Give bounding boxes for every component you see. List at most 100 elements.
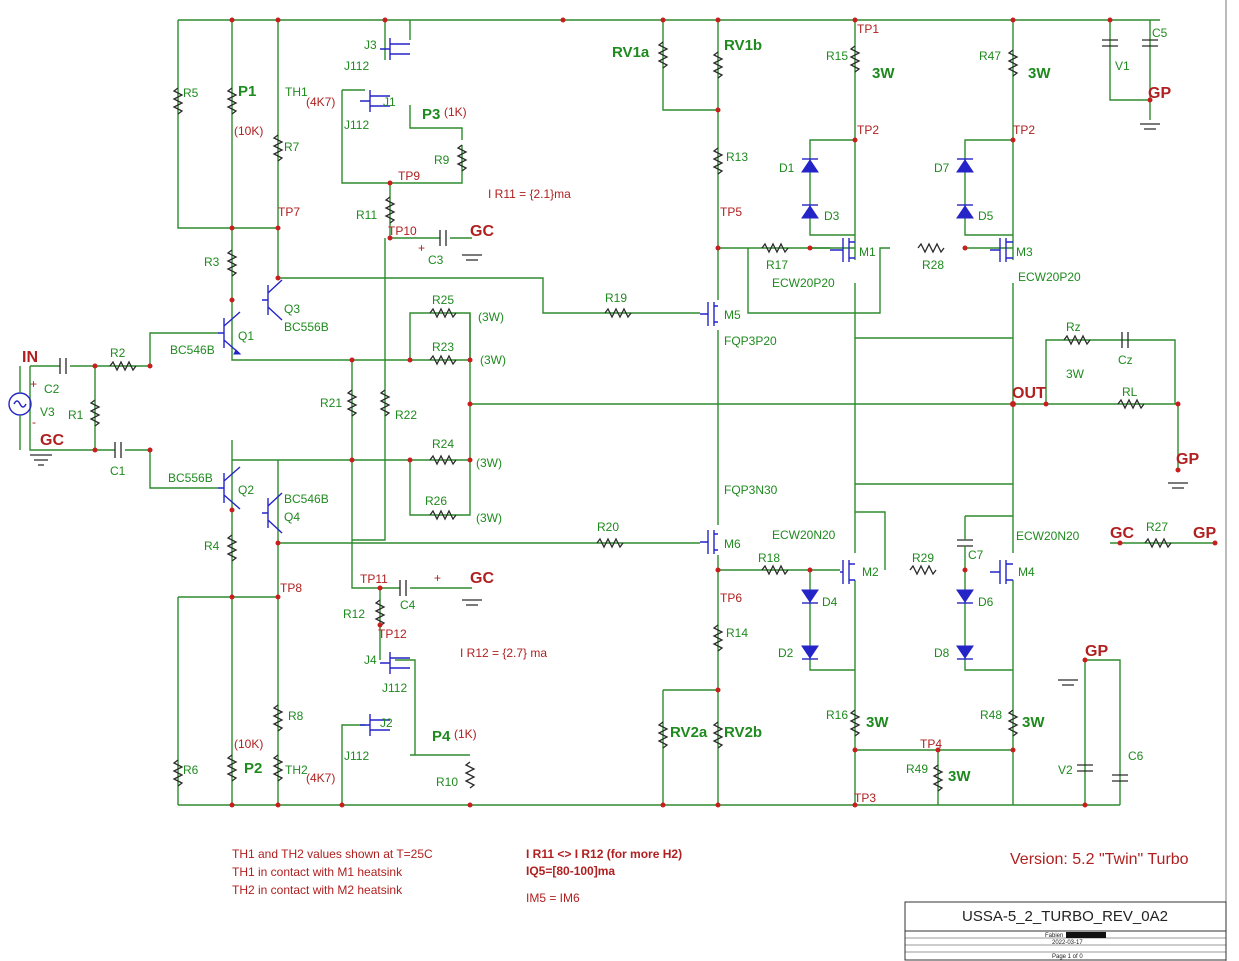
label-r48: R48 [980,708,1002,722]
title-author: Fabien [1045,933,1063,939]
current-r12: I R12 = {2.7} ma [460,646,547,660]
current-r11: I R11 = {2.1}ma [488,187,571,201]
label-q2-type: BC556B [168,471,213,485]
net-gc-r27: GC [1110,525,1134,542]
label-v3-plus: + [30,377,37,391]
net-gc-c4: GC [470,570,494,587]
label-r12: R12 [343,607,365,621]
label-th2-value: (4K7) [306,771,335,785]
label-c3-plus: + [418,241,425,255]
label-r47-power: 3W [1028,65,1051,82]
label-d3: D3 [824,209,840,223]
label-r10: R10 [436,775,458,789]
note-th1-heatsink: TH1 in contact with M1 heatsink [232,865,403,879]
label-q4-type: BC546B [284,492,329,506]
label-j1-type: J112 [344,118,369,132]
label-tp11: TP11 [360,572,388,586]
net-gc-c3: GC [470,223,494,240]
label-tp5: TP5 [720,205,742,219]
wires [29,19,1215,806]
label-rv1a: RV1a [612,44,650,61]
label-j2: J2 [380,716,393,730]
label-v3: V3 [40,405,55,419]
capacitors [59,39,1158,782]
net-gp-bottom: GP [1085,643,1108,660]
label-r25: R25 [432,293,454,307]
label-c4-plus: + [434,571,441,585]
label-r47: R47 [979,49,1001,63]
label-r26-power: (3W) [476,511,502,525]
label-q2: Q2 [238,483,254,497]
label-tp2-right: TP2 [1013,123,1035,137]
label-r13: R13 [726,150,748,164]
title-date: 2022-03-17 [1052,940,1083,946]
label-r18: R18 [758,551,780,565]
label-rv1b: RV1b [724,37,762,54]
net-gp-top: GP [1148,85,1171,102]
label-m2: M2 [862,565,879,579]
label-j1: J1 [383,95,396,109]
label-p4-value: (1K) [454,727,477,741]
label-rv2b: RV2b [724,724,762,741]
label-m5-type: FQP3P20 [724,334,777,348]
label-j3: J3 [364,38,377,52]
label-r5: R5 [183,86,199,100]
ground-symbols [30,123,1188,686]
label-c7: C7 [968,548,984,562]
label-p3-value: (1K) [444,105,467,119]
label-rv2a: RV2a [670,724,708,741]
label-r15: R15 [826,49,848,63]
title-page: Page 1 of 0 [1052,954,1083,960]
redacted-mark [1066,932,1106,938]
label-q3-type: BC556B [284,320,329,334]
note-th-temp: TH1 and TH2 values shown at T=25C [232,847,433,861]
label-th2: TH2 [285,763,308,777]
label-c2: C2 [44,382,60,396]
label-j4-type: J112 [382,681,407,695]
label-v1: V1 [1115,59,1130,73]
label-r6: R6 [183,763,199,777]
label-r23: R23 [432,340,454,354]
label-r9: R9 [434,153,450,167]
label-r20: R20 [597,520,619,534]
label-v2: V2 [1058,763,1073,777]
label-rz: Rz [1066,320,1081,334]
label-m1: M1 [859,245,876,259]
note-current-ratio: I R11 <> I R12 (for more H2) [526,847,682,861]
label-r25-power: (3W) [478,310,504,324]
label-tp7: TP7 [278,205,300,219]
resistors [89,41,1172,792]
label-c1: C1 [110,464,126,478]
label-p1-value: (10K) [234,124,263,138]
note-iq5: IQ5=[80-100]ma [526,864,615,878]
label-c4: C4 [400,598,416,612]
label-r14: R14 [726,626,748,640]
label-tp12: TP12 [378,627,407,641]
transistors [218,38,1013,736]
label-v3-minus: - [32,415,36,429]
label-r15-power: 3W [872,65,895,82]
version-text: Version: 5.2 "Twin" Turbo [1010,851,1189,868]
label-m4: M4 [1018,565,1035,579]
label-rl: RL [1122,385,1138,399]
label-tp4: TP4 [920,737,942,751]
label-tp1: TP1 [857,22,879,36]
label-p2: P2 [244,760,262,777]
label-r23-power: (3W) [480,353,506,367]
label-tp10: TP10 [388,224,417,238]
label-d4: D4 [822,595,838,609]
label-p2-value: (10K) [234,737,263,751]
label-m1-type: ECW20P20 [772,276,835,290]
note-im5: IM5 = IM6 [526,891,580,905]
net-gp-r27: GP [1193,525,1216,542]
label-tp2-left: TP2 [857,123,879,137]
label-c3: C3 [428,253,444,267]
label-r3: R3 [204,255,220,269]
label-th1: TH1 [285,85,308,99]
notes: TH1 and TH2 values shown at T=25C TH1 in… [232,847,1189,905]
label-q3: Q3 [284,302,300,316]
net-in: IN [22,349,38,366]
label-r49: R49 [906,762,928,776]
junction-dots [92,17,1218,808]
